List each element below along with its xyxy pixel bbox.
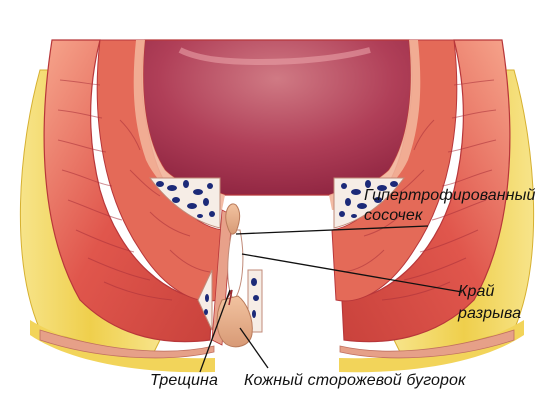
skin-base [39, 329, 515, 359]
label-sentinel-skin-tag: Кожный сторожевой бугорок [244, 372, 466, 389]
outer-muscle-left [43, 39, 213, 343]
mucosa-left [133, 40, 225, 210]
label-hypertrophied-papilla-line1: Гипертрофированный [364, 187, 536, 204]
anal-canal-gap [227, 229, 244, 301]
fat-layer-bottom-left [30, 320, 215, 373]
lumen-highlight [178, 47, 371, 66]
leader-skin-tag [239, 327, 269, 369]
mucosa-right [329, 40, 421, 210]
leader-lines [199, 225, 463, 373]
anal-canal [211, 203, 253, 348]
leader-tear-edge [241, 253, 463, 293]
mucosa [133, 40, 421, 210]
fat-layer-bottom-right [339, 320, 524, 373]
muscle-fibers [57, 79, 497, 301]
label-tear-edge-line1: Край [458, 283, 495, 300]
outer-muscle-right [341, 39, 511, 343]
label-tear-edge-line2: разрыва [458, 305, 522, 322]
venous-pocket-lower-right [197, 269, 213, 331]
skin-right [339, 329, 515, 359]
outer-muscle [43, 39, 511, 343]
venous-plexus [149, 177, 405, 333]
label-hypertrophied-papilla-line2: сосочек [364, 207, 423, 224]
leader-fissure [199, 289, 231, 373]
skin-left [39, 329, 215, 359]
label-fissure: Трещина [150, 372, 218, 389]
leader-papilla [235, 225, 429, 235]
blood-vessels [156, 180, 398, 318]
hypertrophied-papilla-shape [225, 203, 241, 235]
